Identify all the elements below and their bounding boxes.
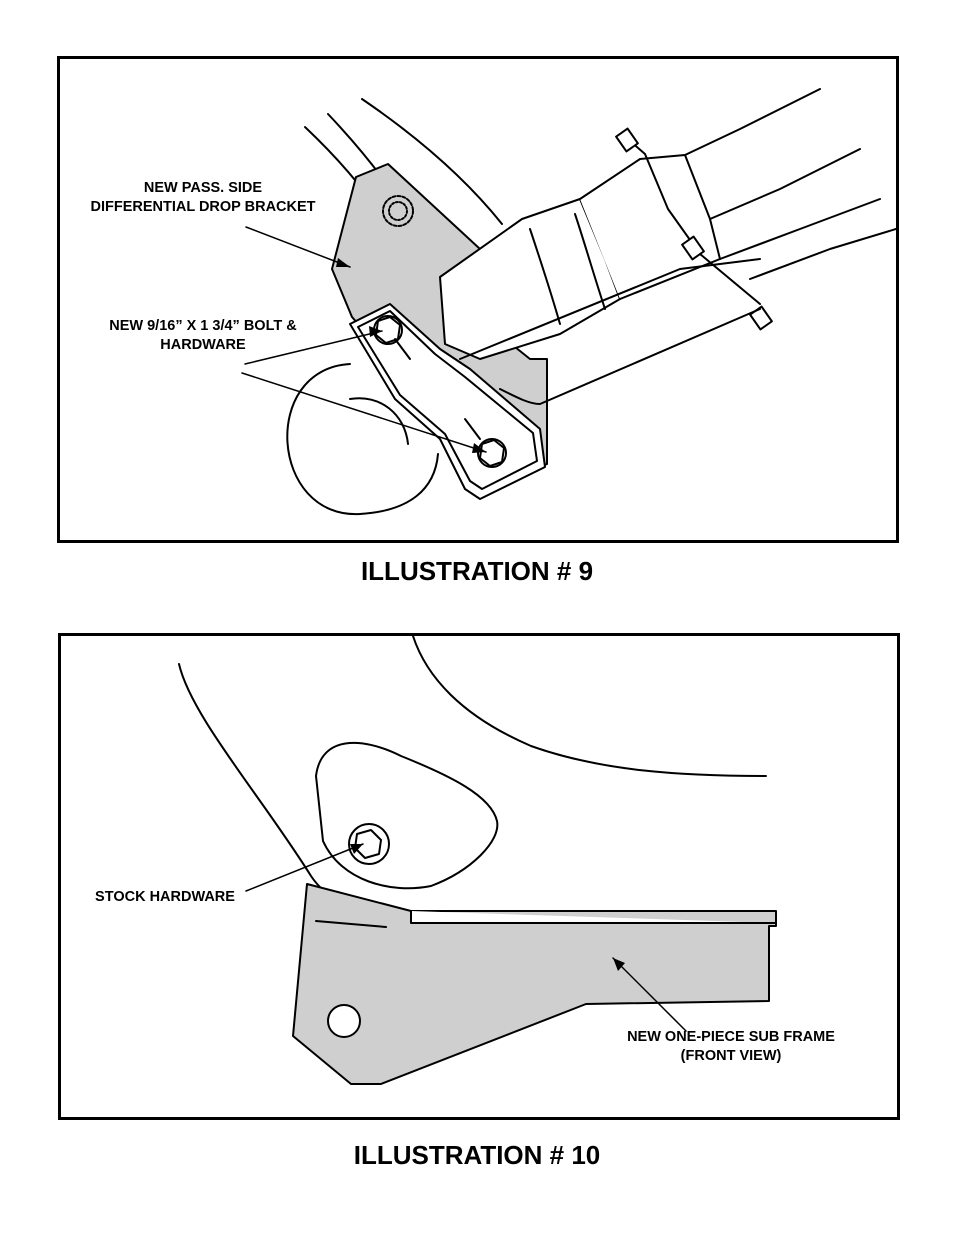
bolt-washer-lower	[477, 438, 507, 468]
illustration-9-panel: NEW PASS. SIDE DIFFERENTIAL DROP BRACKET…	[57, 56, 899, 543]
label-bolt-line2: HARDWARE	[160, 337, 246, 353]
driveshaft-line	[749, 228, 896, 280]
arrowhead	[613, 958, 625, 971]
bolt-head-upper	[375, 316, 401, 344]
label-sub-frame-line1: NEW ONE-PIECE SUB FRAME	[627, 1029, 835, 1045]
plate-detail-line	[394, 338, 411, 360]
leader-stock-hardware	[245, 843, 364, 892]
stock-bolt-washer	[348, 823, 390, 865]
one-piece-sub-frame	[292, 883, 777, 1085]
driveshaft-line	[719, 198, 881, 260]
sub-frame-mount-hole	[327, 1004, 361, 1038]
leader-bracket	[245, 226, 351, 268]
frame-outline	[412, 636, 767, 777]
arrowhead	[369, 326, 382, 337]
flange-outline	[621, 133, 761, 305]
bolt-head-lower	[479, 439, 505, 467]
label-stock-line: STOCK HARDWARE	[95, 889, 235, 905]
driveshaft-line	[684, 88, 821, 156]
flange-bolt	[749, 305, 773, 331]
illustration-9-drawing	[241, 88, 896, 516]
flange-bolt	[615, 127, 639, 153]
hidden-bolt-hole	[382, 195, 414, 227]
label-bolt: NEW 9/16” X 1 3/4” BOLT & HARDWARE	[78, 317, 328, 355]
illustration-10-panel: STOCK HARDWARE NEW ONE-PIECE SUB FRAME (…	[58, 633, 900, 1120]
boss-outline	[349, 397, 409, 445]
label-bracket-line2: DIFFERENTIAL DROP BRACKET	[90, 199, 316, 215]
label-stock-hardware: STOCK HARDWARE	[85, 888, 245, 907]
caption-illustration-10: ILLUSTRATION # 10	[353, 1140, 601, 1170]
label-bracket-line1: NEW PASS. SIDE	[143, 180, 263, 196]
axle-tube-lower	[459, 258, 761, 360]
axle-tube-lower	[499, 308, 761, 405]
axle-tube-seam	[529, 228, 561, 325]
arrowhead	[350, 844, 363, 854]
plate-detail-line	[464, 418, 481, 440]
label-bolt-line1: NEW 9/16” X 1 3/4” BOLT &	[109, 318, 297, 334]
sub-frame-detail-line	[315, 920, 387, 928]
driveshaft-line	[709, 148, 861, 220]
arrowhead	[336, 258, 350, 267]
arrowhead	[472, 443, 486, 453]
label-sub-frame: NEW ONE-PIECE SUB FRAME (FRONT VIEW)	[601, 1028, 861, 1066]
label-sub-frame-line2: (FRONT VIEW)	[680, 1048, 782, 1064]
caption-illustration-9: ILLUSTRATION # 9	[360, 556, 594, 586]
illustration-10-drawing	[178, 636, 777, 1085]
boss-outline	[286, 363, 439, 516]
leader-bolt-upper	[244, 330, 383, 365]
frame-boss	[315, 741, 499, 890]
mounting-plate-inner	[357, 310, 538, 490]
sub-frame-top-edge	[410, 910, 777, 924]
leader-bolt-lower	[241, 372, 487, 453]
frame-rail-line	[361, 98, 503, 225]
leader-sub-frame	[612, 957, 687, 1032]
flange-bolt	[681, 235, 705, 261]
label-bracket: NEW PASS. SIDE DIFFERENTIAL DROP BRACKET	[78, 179, 328, 217]
hidden-bolt-hole-inner	[388, 201, 408, 221]
